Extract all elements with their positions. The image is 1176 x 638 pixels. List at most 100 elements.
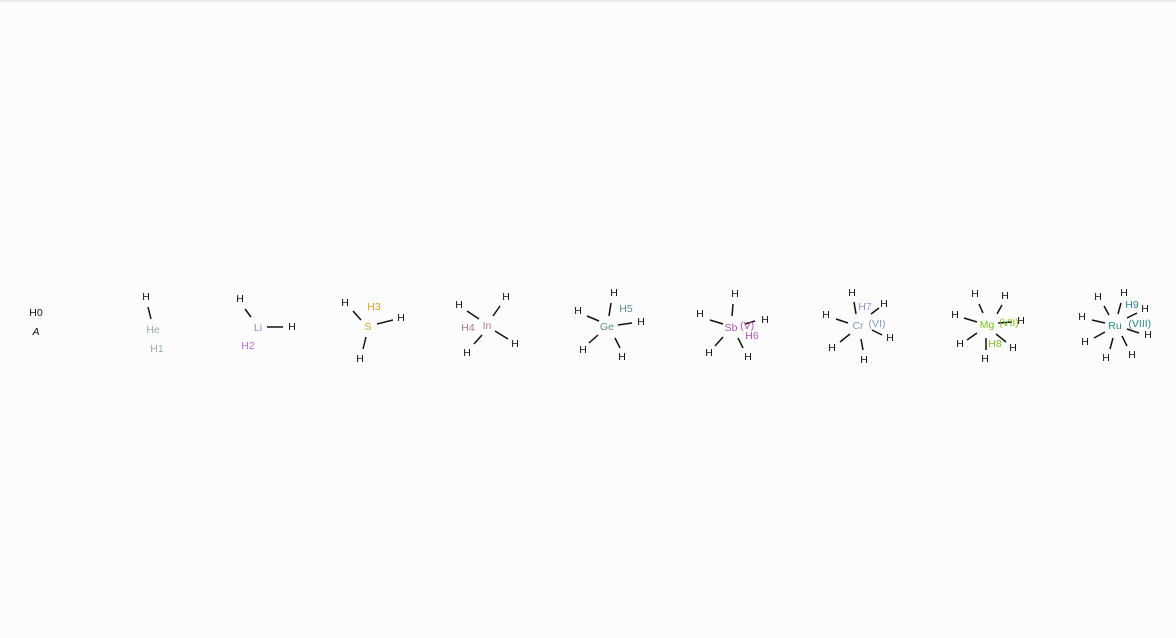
molecule-cr: H H H H H H Cr (VI) H7 [822, 287, 894, 366]
molecule-index-label: H5 [619, 303, 633, 315]
bond-line [963, 317, 978, 323]
molecule-index-label: H1 [150, 343, 164, 355]
italic-label: A [31, 326, 39, 338]
hydrogen-atom: H [1009, 342, 1017, 354]
bond-line [744, 320, 756, 325]
bond-line [362, 336, 367, 350]
bond-line [1126, 328, 1140, 334]
bond-line [473, 334, 483, 345]
molecule-index-label: H9 [1125, 299, 1139, 311]
hydrogen-atom: H [971, 288, 979, 300]
hydrogen-atom: H [610, 287, 618, 299]
hydrogen-atom: H [397, 312, 405, 324]
center-atom-sb: Sb [725, 322, 738, 334]
hydrogen-atom: H [1128, 349, 1136, 361]
bond-line [608, 302, 612, 317]
bond-line [586, 315, 600, 322]
bond-line [1103, 305, 1110, 316]
hydrogen-atom: H [637, 316, 645, 328]
bond-line [853, 301, 857, 315]
hydrogen-atom: H [822, 309, 830, 321]
bond-line [1109, 337, 1114, 350]
hydrogen-atom: H [880, 298, 888, 310]
oxidation-state-label: (VIII) [1128, 318, 1151, 330]
molecule-index-label: H2 [241, 340, 255, 352]
bond-line [147, 306, 152, 320]
bond-line [617, 322, 633, 326]
molecule-in: H H H H In H4 [455, 291, 519, 359]
molecule-index-label: H7 [858, 301, 872, 313]
oxidation-state-label: (VI) [869, 318, 886, 330]
bond-line [588, 334, 599, 344]
molecule-h0: H0A [29, 307, 43, 338]
hydrogen-atom: H [705, 347, 713, 359]
bond-line [978, 303, 984, 314]
hydrogen-atom: H [574, 305, 582, 317]
hydrogen-atom: H [288, 321, 296, 333]
hydrogen-atom: H [981, 353, 989, 365]
molecule-index-label: H4 [461, 322, 475, 334]
bond-line [860, 338, 864, 351]
hydrogen-atom: H [696, 308, 704, 320]
bond-line [1121, 335, 1128, 347]
bond-line [714, 336, 724, 347]
hydrogen-atom: H [1102, 352, 1110, 364]
center-atom-in: In [483, 320, 492, 332]
center-atom-li: Li [254, 322, 262, 334]
bond-line [996, 304, 1003, 315]
hydrogen-atom: H [1120, 287, 1128, 299]
center-atom-cr: Cr [852, 320, 864, 332]
hydrogen-atom: H [828, 342, 836, 354]
bond-line [492, 305, 501, 317]
bond-line [966, 332, 978, 341]
bond-line [870, 307, 880, 315]
hydrogen-atom: H [1017, 315, 1025, 327]
hydrogen-atom: H [341, 297, 349, 309]
hydrogen-atom: H [1078, 311, 1086, 323]
hydrogen-atom: H [1141, 303, 1149, 315]
hydrogen-atom: H [744, 351, 752, 363]
hydrogen-atom: H [511, 338, 519, 350]
hydrogen-atom: H [761, 314, 769, 326]
hydrogen-atom: H [1144, 329, 1152, 341]
hydrogen-atom: H [142, 291, 150, 303]
oxidation-state-label: (VII) [999, 317, 1019, 329]
molecule-s: H H H S H3 [341, 297, 405, 365]
bond-line [494, 330, 509, 340]
bond-line [352, 310, 362, 321]
bond-line [835, 318, 849, 324]
hydrogen-atom: H [1001, 290, 1009, 302]
hydrogen-atom: H [848, 287, 856, 299]
top-border [0, 0, 1176, 2]
bond-line [709, 319, 724, 325]
bond-line [466, 310, 480, 320]
hydrogen-atom: H [236, 293, 244, 305]
bond-line [1126, 312, 1138, 319]
hydrogen-atom: H [1081, 336, 1089, 348]
bond-line [1093, 331, 1106, 339]
hydrogen-atom: H [1094, 291, 1102, 303]
center-atom-s: S [364, 321, 371, 333]
hydrogen-atom: H [860, 354, 868, 366]
hydrogen-atom: H [886, 332, 894, 344]
bond-line [1091, 319, 1106, 324]
molecule-index-label: H3 [367, 301, 381, 313]
hydrogen-atom: H [463, 347, 471, 359]
hydrogen-atom: H [356, 353, 364, 365]
bond-line [1117, 302, 1122, 315]
hydrogen-atom: H [502, 291, 510, 303]
hydrogen-atom: H [579, 344, 587, 356]
hydrogen-atom: H [455, 299, 463, 311]
center-atom-ge: Ge [600, 321, 614, 333]
molecule-index-label: H8 [988, 338, 1002, 350]
hydrogen-atom: H [956, 338, 964, 350]
hydrogen-atom: H [618, 351, 626, 363]
bond-line [839, 333, 851, 343]
center-atom-mg: Mg [980, 319, 995, 331]
bond-line [376, 319, 394, 325]
